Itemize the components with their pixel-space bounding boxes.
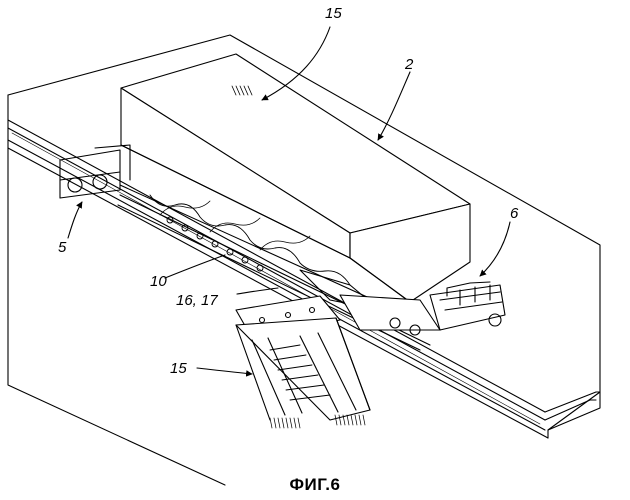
ref-6: 6	[510, 206, 518, 221]
leader-6	[480, 222, 510, 276]
ref-2: 2	[405, 57, 413, 72]
leader-10	[165, 255, 225, 278]
leader-15-bottom	[197, 368, 252, 374]
figure-caption: ФИГ.6	[0, 475, 630, 495]
leader-15-top	[262, 27, 330, 100]
ref-15-top: 15	[325, 6, 342, 21]
leader-5	[68, 202, 82, 238]
ref-15-bottom: 15	[170, 361, 187, 376]
ref-10: 10	[150, 274, 167, 289]
ref-16-17: 16, 17	[176, 293, 218, 308]
ref-5: 5	[58, 240, 66, 255]
leader-2	[378, 72, 410, 140]
ground-platform	[8, 35, 600, 485]
leader-16-17	[237, 288, 278, 294]
